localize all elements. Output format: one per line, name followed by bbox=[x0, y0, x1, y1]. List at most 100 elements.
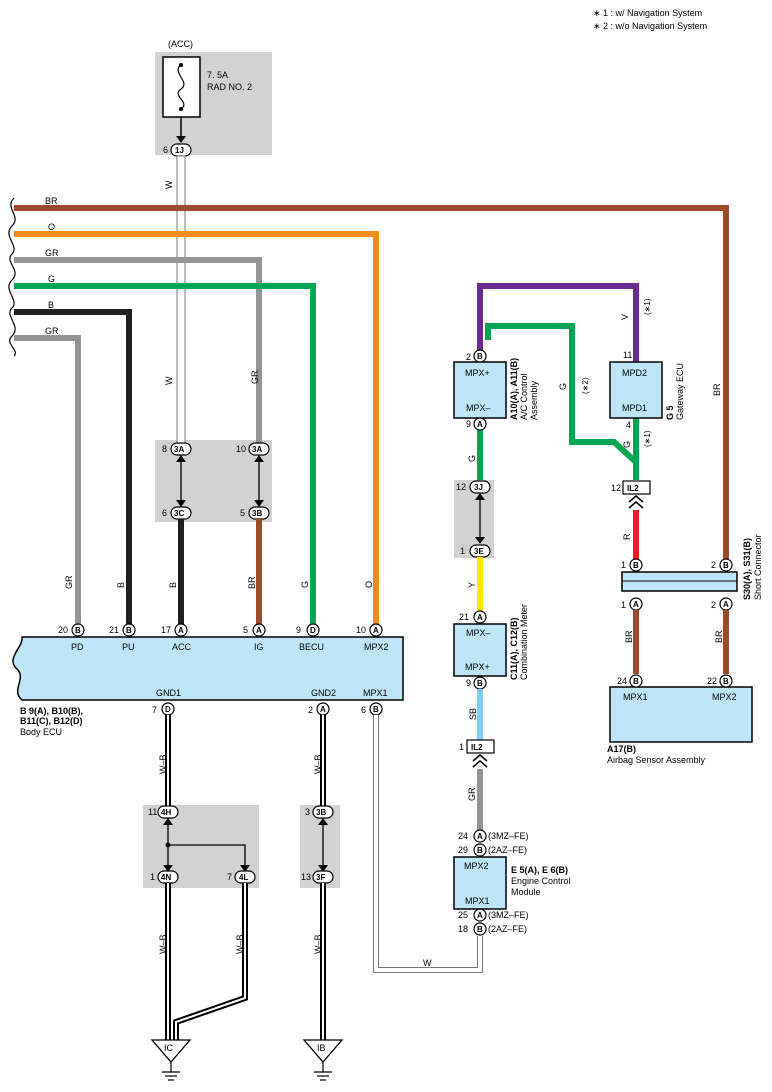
ecm-top-pin-2-note: (2AZ–FE) bbox=[488, 845, 527, 855]
wire-v bbox=[477, 283, 639, 362]
ecm-top-pin-1-conn: A bbox=[477, 832, 483, 841]
wire-b-pu bbox=[14, 309, 132, 626]
body-ecu-pin-label: MPX2 bbox=[364, 642, 389, 652]
body-ecu-pin-circle bbox=[306, 623, 320, 637]
junc-gnd1-conn-1-label: 4H bbox=[161, 808, 171, 817]
junc-gnd1-conn-3-label: 4L bbox=[239, 873, 248, 882]
airbag-pin-2-circle bbox=[719, 674, 733, 688]
wire-label-br-s30a: BR bbox=[624, 630, 634, 643]
combo-meter-code: C11(A), C12(B) bbox=[509, 617, 519, 680]
junc-acc-pin-2: 6 bbox=[162, 508, 167, 518]
ecm-box bbox=[453, 856, 507, 910]
ac-control-name-1: A/C Control bbox=[519, 373, 529, 420]
short-bottom-pin-1-num: 1 bbox=[621, 600, 626, 610]
wire-w-fuse bbox=[176, 155, 186, 444]
junc-gnd2-conn-1-label: 3B bbox=[316, 808, 326, 817]
junc-acc-conn-3-label: 3A bbox=[252, 445, 262, 454]
wire-wb-ic-branch bbox=[173, 883, 248, 1040]
ecm-top-pin-2-circle bbox=[473, 843, 487, 857]
wire-label-gr-e5: GR bbox=[467, 787, 477, 801]
short-top-pin-1-circle bbox=[629, 558, 643, 572]
fuse-rating: 7. 5A bbox=[207, 70, 228, 80]
wire-label-br-s30b: BR bbox=[714, 630, 724, 643]
body-ecu-pin-num: 17 bbox=[161, 625, 171, 635]
wire-label-w-bottom: W bbox=[423, 958, 432, 968]
il2-top-pin: 12 bbox=[611, 483, 621, 493]
body-ecu-pin-label: GND1 bbox=[156, 688, 181, 698]
il2-mid-label: IL2 bbox=[471, 743, 483, 752]
body-ecu-pin-num: 10 bbox=[356, 625, 366, 635]
wire-label-r: R bbox=[622, 533, 632, 540]
body-ecu-pin-label: BECU bbox=[299, 642, 324, 652]
wire-label-br-ig: BR bbox=[247, 576, 257, 589]
gateway-code: G 5 bbox=[665, 405, 675, 420]
gateway-pin-top-label: MPD2 bbox=[622, 368, 647, 378]
ecm-top-pin-1-circle bbox=[473, 829, 487, 843]
il2-top-chevron-icon bbox=[628, 495, 644, 509]
ecm-bottom-pin-2-circle bbox=[473, 922, 487, 936]
ecm-top-pin-2-conn: B bbox=[477, 846, 483, 855]
wire-label-gr-mid: GR bbox=[250, 370, 260, 384]
gateway-name: Gateway ECU bbox=[675, 363, 685, 420]
body-ecu-pin-conn: B bbox=[75, 626, 81, 635]
ecm-bottom-label: MPX1 bbox=[465, 896, 490, 906]
ecm-bottom-pin-2-num: 18 bbox=[458, 924, 468, 934]
wire-g-becu bbox=[14, 283, 316, 626]
wire-label-b-pu: B bbox=[116, 582, 126, 588]
meter-pin-bottom-conn: B bbox=[477, 679, 483, 688]
ecm-bottom-pin-1-note: (3MZ–FE) bbox=[488, 910, 529, 920]
il2-mid-connector bbox=[466, 739, 495, 754]
junc-meter-conn-2-label: 3E bbox=[474, 547, 484, 556]
ac-control-name-2: Assembly bbox=[529, 380, 539, 420]
wire-label-w-top: W bbox=[164, 180, 174, 189]
body-ecu-pin-circle bbox=[252, 623, 266, 637]
body-ecu-pin-circle bbox=[71, 623, 85, 637]
body-ecu-pin-num: 21 bbox=[109, 625, 119, 635]
meter-pin-bottom-label: MPX+ bbox=[465, 662, 490, 672]
ground-ic-icon bbox=[150, 1039, 192, 1063]
wire-label-v-note: (∗1) bbox=[643, 298, 652, 315]
junc-meter-arrow-up bbox=[475, 493, 485, 500]
wire-label-g-g5: G bbox=[622, 441, 632, 448]
fuse-pin: 6 bbox=[163, 145, 168, 155]
left-label-g: G bbox=[48, 274, 55, 284]
ac-pin-top-label: MPX+ bbox=[465, 368, 490, 378]
meter-pin-bottom-num: 9 bbox=[466, 678, 471, 688]
wire-label-g-diag-note: (∗2) bbox=[581, 377, 590, 394]
short-top-pin-2-circle bbox=[719, 558, 733, 572]
ac-pin-top-conn: B bbox=[477, 352, 483, 361]
combo-meter-name: Combination Meter bbox=[519, 604, 529, 680]
short-top-pin-2-conn: B bbox=[723, 561, 729, 570]
wire-label-wb-1: W–B bbox=[158, 754, 168, 774]
gateway-pin-bottom-num: 4 bbox=[626, 420, 631, 430]
ecm-top-pin-2-num: 29 bbox=[458, 845, 468, 855]
junc-gnd1-branch bbox=[168, 844, 246, 868]
wire-label-b-acc: B bbox=[168, 582, 178, 588]
ground-ib-label: IB bbox=[317, 1043, 326, 1053]
ecm-name-2: Module bbox=[511, 887, 541, 897]
ecm-bottom-pin-1-conn: A bbox=[477, 911, 483, 920]
airbag-code: A17(B) bbox=[607, 744, 636, 754]
body-ecu-pin-num: 5 bbox=[243, 625, 248, 635]
body-ecu-top-pins: 20 B PD 21 B PU 17 A ACC 5 A IG 9 D BECU… bbox=[58, 623, 389, 652]
wire-o bbox=[14, 231, 379, 626]
wire-label-wb-3: W–B bbox=[235, 934, 245, 954]
wire-label-wb-4: W–B bbox=[313, 754, 323, 774]
airbag-pin-1-label: MPX1 bbox=[623, 692, 648, 702]
wire-label-gr-pd: GR bbox=[64, 575, 74, 589]
body-ecu-pin-conn: A bbox=[373, 626, 379, 635]
junc-acc-pin-4: 5 bbox=[240, 508, 245, 518]
body-ecu-code: B 9(A), B10(B), bbox=[20, 706, 83, 716]
ecm-bottom-pin-1-num: 25 bbox=[458, 910, 468, 920]
junc-meter-pin-2: 1 bbox=[460, 546, 465, 556]
ac-pin-bottom-num: 9 bbox=[466, 419, 471, 429]
ecm-name-1: Engine Control bbox=[511, 876, 571, 886]
body-ecu-box bbox=[12, 636, 404, 701]
junc-acc-pin-1: 8 bbox=[162, 444, 167, 454]
junc-gnd2-conn-2-label: 3F bbox=[316, 873, 325, 882]
ground-ib-icon bbox=[302, 1039, 344, 1063]
wire-label-wb-2: W–B bbox=[158, 934, 168, 954]
body-ecu-pin-label: ACC bbox=[172, 642, 192, 652]
wire-gr-pd bbox=[14, 335, 81, 626]
combo-meter-box bbox=[453, 623, 507, 677]
